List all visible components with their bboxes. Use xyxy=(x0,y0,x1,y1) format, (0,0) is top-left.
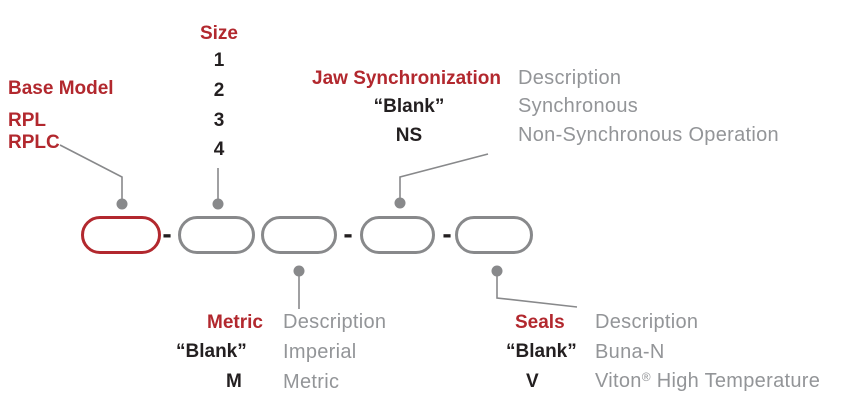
connector-dot xyxy=(116,198,128,210)
seals-desc-buna-n: Buna-N xyxy=(595,341,665,363)
jaw-sync-code-ns: NS xyxy=(395,125,423,146)
pill-base-model xyxy=(81,216,161,254)
metric-desc-imperial: Imperial xyxy=(283,341,357,363)
jaw-sync-desc-non-synchronous: Non-Synchronous Operation xyxy=(518,124,779,146)
metric-code-m: M xyxy=(226,371,242,392)
metric-heading: Metric xyxy=(207,312,263,333)
size-option-1: 1 xyxy=(213,50,225,71)
size-option-2: 2 xyxy=(213,80,225,101)
pill-size xyxy=(178,216,255,254)
connector-seals xyxy=(496,271,578,308)
pill-seals xyxy=(455,216,533,254)
size-heading: Size xyxy=(199,23,239,44)
connector-dot xyxy=(491,265,503,277)
base-model-option-rpl: RPL xyxy=(8,110,46,131)
connector-dot xyxy=(212,198,224,210)
connector-dot xyxy=(394,197,406,209)
viton-rest: High Temperature xyxy=(650,370,821,392)
metric-code-blank: “Blank” xyxy=(176,341,247,362)
connector-dot xyxy=(293,265,305,277)
jaw-sync-desc-synchronous: Synchronous xyxy=(518,95,639,117)
viton-brand: Viton xyxy=(595,370,642,392)
size-option-4: 4 xyxy=(213,139,225,160)
registered-trademark-icon: ® xyxy=(641,370,651,384)
separator-dash: - xyxy=(442,218,452,249)
base-model-heading: Base Model xyxy=(8,78,114,99)
metric-desc-heading: Description xyxy=(283,311,387,333)
size-option-3: 3 xyxy=(213,110,225,131)
separator-dash: - xyxy=(343,218,353,249)
connector-jaw-sync xyxy=(399,153,489,200)
jaw-sync-desc-heading: Description xyxy=(518,67,622,89)
metric-desc-metric: Metric xyxy=(283,371,340,393)
pill-metric xyxy=(261,216,337,254)
seals-desc-heading: Description xyxy=(595,311,699,333)
pill-jaw-sync xyxy=(360,216,435,254)
base-model-option-rplc: RPLC xyxy=(8,132,60,153)
seals-code-v: V xyxy=(526,371,539,392)
seals-heading: Seals xyxy=(515,312,565,333)
connector-base-model xyxy=(59,144,123,201)
seals-code-blank: “Blank” xyxy=(506,341,577,362)
jaw-sync-code-blank: “Blank” xyxy=(373,96,445,117)
seals-desc-viton: Viton® High Temperature xyxy=(595,371,820,392)
jaw-sync-heading: Jaw Synchronization xyxy=(312,68,501,89)
separator-dash: - xyxy=(162,218,172,249)
